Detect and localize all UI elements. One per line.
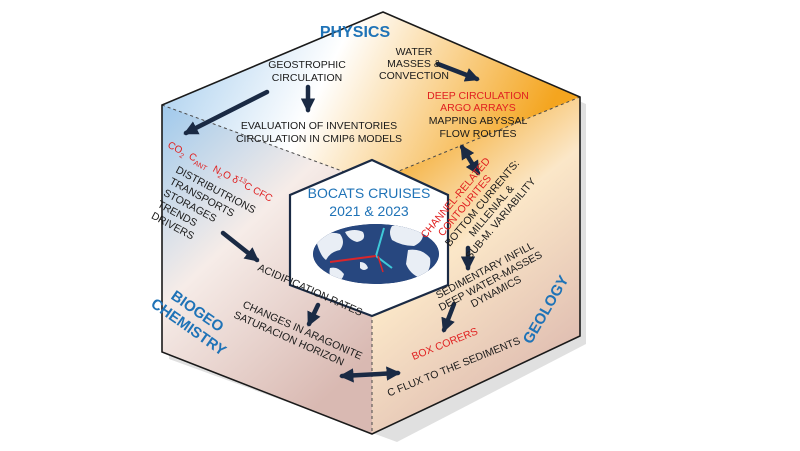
- hexagon-outline: [161, 11, 581, 435]
- water-line-3: CONVECTION: [379, 70, 449, 82]
- tracer-cant: C: [187, 151, 199, 164]
- mapping-line-2: FLOW ROUTES: [439, 128, 516, 140]
- tracer-delta-sup: 13: [237, 176, 247, 186]
- geology-face: [372, 97, 580, 434]
- arrow-geostrophic-to-co2: [183, 89, 270, 136]
- tracer-delta: δ: [230, 174, 240, 187]
- tracer-n2o: N: [211, 164, 223, 177]
- geostrophic-line-2: CIRCULATION: [272, 72, 342, 84]
- arrow-mapping-channel: [459, 144, 481, 176]
- water-line-1: WATER: [396, 46, 433, 58]
- arrow-acid-to-changes: [306, 302, 321, 327]
- evaluation-line-1: EVALUATION OF INVENTORIES: [241, 120, 397, 132]
- edge-right: [371, 96, 581, 183]
- tracer-n2o-sub: 2: [216, 173, 223, 181]
- arrow-changes-cflux: [339, 366, 401, 383]
- center-years: 2021 & 2023: [329, 203, 409, 219]
- geostrophic-line-1: GEOSTROPHIC: [268, 59, 346, 71]
- physics-title: PHYSICS: [320, 24, 391, 41]
- center-title: BOCATS CRUISES: [308, 185, 431, 201]
- edge-left: [161, 104, 373, 183]
- deep-line-1: DEEP CIRCULATION: [427, 90, 529, 102]
- arrow-infill-to-box: [441, 301, 457, 333]
- arrow-drivers-to-acid: [220, 230, 260, 263]
- tracer-co2-sub: 2: [178, 152, 185, 160]
- arrow-water-to-deep: [435, 61, 480, 82]
- mapping-line-1: MAPPING ABYSSAL: [429, 115, 528, 127]
- water-line-2: MASSES &: [387, 58, 441, 70]
- evaluation-line-2: CIRCULATION IN CMIP6 MODELS: [236, 133, 402, 145]
- physics-face: [162, 12, 580, 182]
- deep-line-2: ARGO ARRAYS: [440, 102, 516, 114]
